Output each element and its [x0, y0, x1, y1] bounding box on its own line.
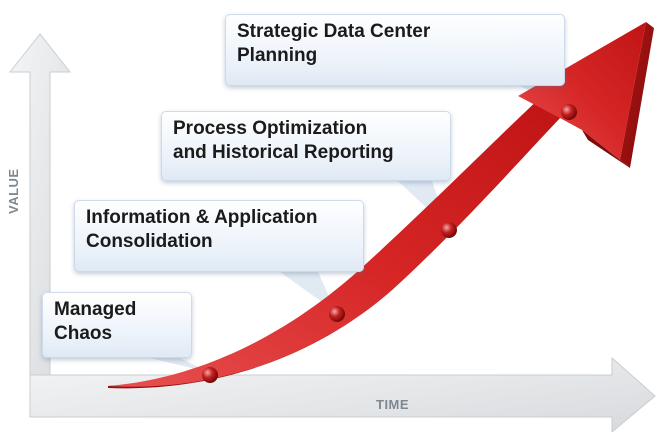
stage-callout-consolidation: Information & Application Consolidation: [74, 200, 364, 272]
growth-arrow-head-under: [582, 130, 630, 168]
milestone-dot-2: [329, 306, 345, 322]
stage-callout-managed-chaos: Managed Chaos: [42, 292, 192, 358]
y-axis-arrow: [8, 33, 72, 396]
milestone-dot-4: [561, 104, 577, 120]
stage-callout-process-optimization: Process Optimization and Historical Repo…: [161, 111, 451, 181]
milestone-dot-3: [441, 222, 457, 238]
y-axis-label: VALUE: [6, 168, 21, 214]
x-axis-label: TIME: [376, 397, 410, 412]
milestone-dot-1: [202, 367, 218, 383]
growth-arrow-head-side: [620, 22, 654, 168]
stage-label: Strategic Data Center Planning: [237, 21, 431, 66]
stage-label: Process Optimization and Historical Repo…: [173, 118, 394, 163]
growth-arrow-head: [518, 22, 646, 160]
x-axis-arrow: [29, 356, 656, 432]
stage-callout-strategic-planning: Strategic Data Center Planning: [225, 14, 565, 86]
stage-label: Information & Application Consolidation: [86, 207, 318, 252]
stage-label: Managed Chaos: [54, 299, 137, 344]
growth-arrow: [108, 98, 560, 387]
